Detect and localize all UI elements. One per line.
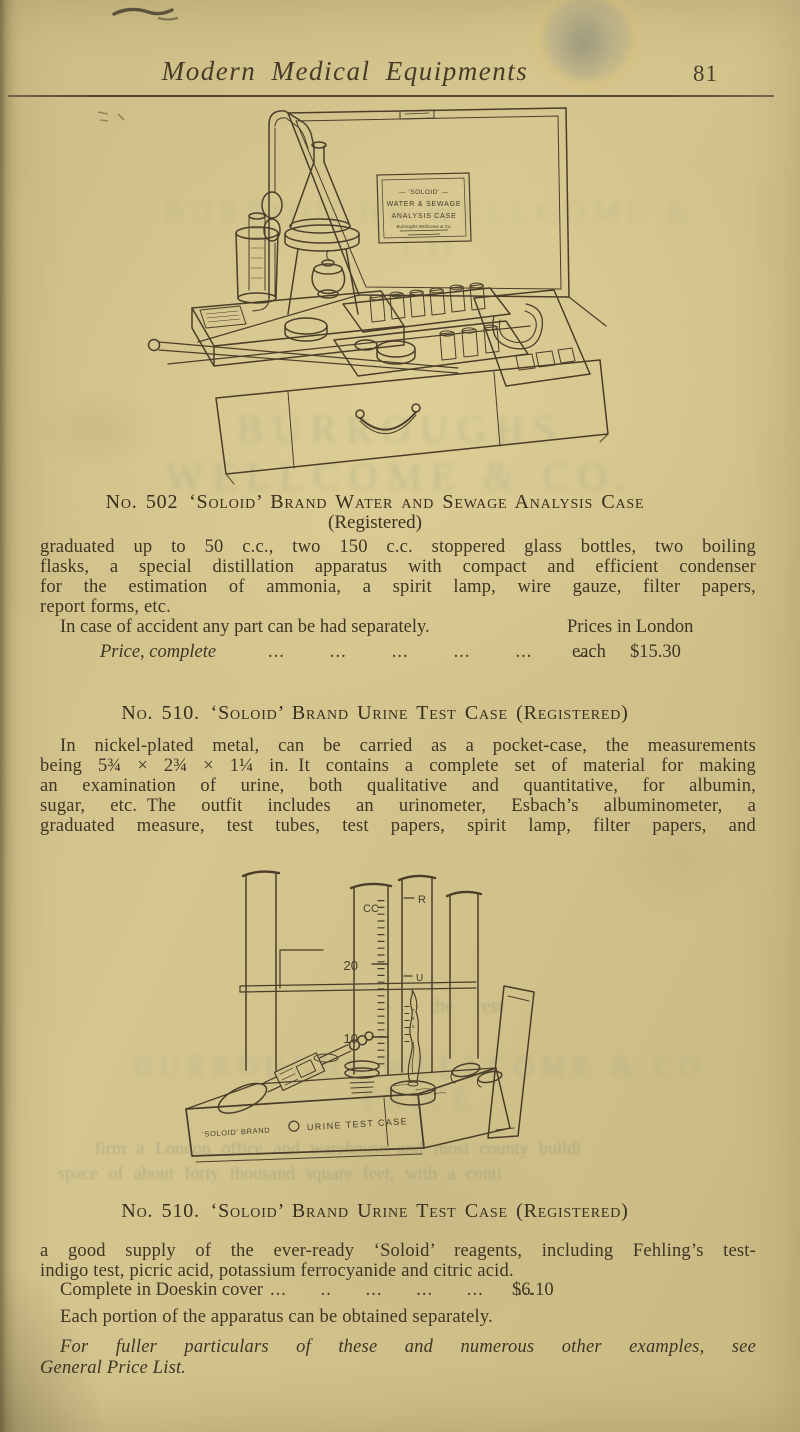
accident-note-row: In case of accident any part can be had … xyxy=(40,617,756,639)
item-510-paragraph-2: a good supply of the ever-ready ‘Soloid’… xyxy=(40,1241,756,1281)
lid-label-line3: ANALYSIS CASE xyxy=(391,213,456,220)
cylinder-10-label: 10 xyxy=(344,1031,358,1046)
ink-smudge xyxy=(112,7,179,21)
body-line: for the estimation of ammonia, a spirit … xyxy=(40,577,756,597)
body-line: indigo test, picric acid, potassium ferr… xyxy=(40,1261,514,1281)
item-510-paragraph: In nickel-plated metal, can be carried a… xyxy=(40,736,756,836)
body-line: sugar, etc. The outfit includes an urino… xyxy=(40,796,756,816)
case-front-case-text: URINE TEST CASE xyxy=(307,1116,409,1132)
complete-label: Complete in Doeskin cover xyxy=(60,1280,263,1300)
leader-dots: ... .. ... ... ... ... xyxy=(270,1280,535,1300)
price-label: Price, complete xyxy=(100,642,217,662)
body-line: In nickel-plated metal, can be carried a… xyxy=(60,736,756,756)
body-line: being 5¾ × 2¾ × 1¼ in. It contains a com… xyxy=(40,756,756,776)
price-row-502: Price, complete ... ... ... ... ... ... … xyxy=(40,642,756,664)
price-each: each xyxy=(572,642,606,662)
body-line: report forms, etc. xyxy=(40,597,171,617)
urine-test-case-figure: CC 20 10 R U 7 6 5 ‘SOLOID’ BRAND URINE … xyxy=(185,870,535,1163)
corner-shadow xyxy=(0,1212,140,1432)
body-line: a good supply of the ever-ready ‘Soloid’… xyxy=(40,1241,756,1261)
body-line: flasks, a special distillation apparatus… xyxy=(40,557,756,577)
ink-mark xyxy=(97,111,125,122)
header-rule xyxy=(8,95,774,97)
accident-note: In case of accident any part can be had … xyxy=(60,617,430,637)
lid-label-brand: — ‘SOLOID’ — xyxy=(399,189,449,196)
separately-note: Each portion of the apparatus can be obt… xyxy=(60,1307,493,1327)
leader-dots: ... ... ... ... ... ... xyxy=(268,642,595,662)
price-row-510: Complete in Doeskin cover ... .. ... ...… xyxy=(40,1280,756,1302)
esbach-6-label: 6 xyxy=(412,1016,415,1021)
body-line: an examination of urine, both qualitativ… xyxy=(40,776,756,796)
body-line: graduated up to 50 c.c., two 150 c.c. st… xyxy=(40,537,756,557)
paper-stain xyxy=(525,0,649,98)
closing-note-line2: General Price List. xyxy=(40,1358,187,1378)
figure-510-caption: No. 510. ‘Soloid’ Brand Urine Test Case … xyxy=(121,1200,629,1222)
water-sewage-case-figure: — ‘SOLOID’ — WATER & SEWAGE ANALYSIS CAS… xyxy=(147,107,609,485)
case-front-brand-text: ‘SOLOID’ BRAND xyxy=(202,1126,271,1139)
lid-label-line2: WATER & SEWAGE xyxy=(387,201,462,208)
body-line: graduated measure, test tubes, test pape… xyxy=(40,816,756,836)
figure-502-caption: No. 502 ‘Soloid’ Brand Water and Sewage … xyxy=(105,491,645,513)
cylinder-cc-label: CC xyxy=(363,903,379,915)
item-502-paragraph: graduated up to 50 c.c., two 150 c.c. st… xyxy=(40,537,756,617)
esbach-5-label: 5 xyxy=(412,1024,415,1029)
esbach-7-label: 7 xyxy=(412,1008,415,1013)
price-value: $6.10 xyxy=(512,1280,554,1300)
item-510-heading: No. 510. ‘Soloid’ Brand Urine Test Case … xyxy=(121,702,629,724)
esbach-u-label: U xyxy=(416,973,423,984)
page-number: 81 xyxy=(693,61,718,86)
page-title: Modern Medical Equipments xyxy=(161,56,529,86)
esbach-r-label: R xyxy=(418,894,426,906)
price-value: $15.30 xyxy=(630,642,681,662)
closing-note-line1: For fuller particulars of these and nume… xyxy=(60,1337,756,1357)
prices-note: Prices in London xyxy=(567,617,694,637)
paper-stain-core xyxy=(552,8,612,82)
cylinder-20-label: 20 xyxy=(344,958,358,973)
figure-502-registered: (Registered) xyxy=(328,512,422,533)
maker-logo-icon xyxy=(288,1120,300,1132)
book-gutter-shadow xyxy=(0,0,18,1432)
lid-label-maker: Burroughs Wellcome & Co. xyxy=(396,224,451,229)
